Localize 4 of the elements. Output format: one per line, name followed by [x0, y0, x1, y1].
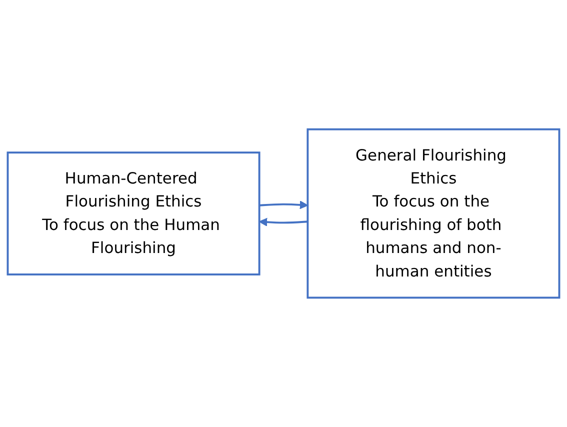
node-box: General Flourishing Ethics To focus on the flourishing of both humans and non-human entities [306, 128, 560, 299]
arrow [258, 218, 308, 226]
node-box: Human-Centered Flourishing Ethics To focus on the Human Flourishing [6, 152, 260, 276]
arrow [259, 200, 308, 210]
